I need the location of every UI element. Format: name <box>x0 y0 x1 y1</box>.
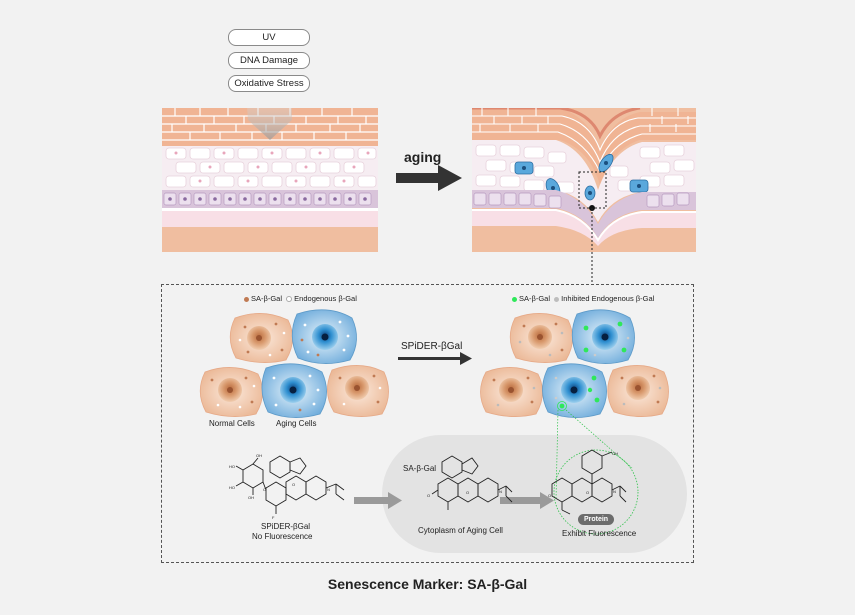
process-arrow-2 <box>500 492 554 509</box>
reagent-label: SPiDER-βGal <box>401 341 463 352</box>
normal-cell-5 <box>480 367 543 417</box>
svg-text:OH: OH <box>612 451 618 456</box>
aging-cell-1 <box>291 309 357 364</box>
molecule-fluorescent <box>551 449 627 515</box>
stressor-oxidative: Oxidative Stress <box>228 75 310 92</box>
aging-arrow <box>396 165 462 191</box>
aging-cell-3 <box>571 309 635 364</box>
molecule-intermediate <box>431 455 513 510</box>
sa-gal-dot-icon <box>244 296 249 302</box>
fluorescence-label: Exhibit Fluorescence <box>562 529 637 538</box>
normal-cell-3 <box>327 365 389 417</box>
normal-cell-2 <box>199 367 263 417</box>
probe-state: No Fluorescence <box>252 532 313 541</box>
inhibited-gal-dot-icon <box>554 296 560 302</box>
normal-cell-1 <box>229 313 293 363</box>
process-arrow-1 <box>354 492 402 509</box>
aging-cells-label: Aging Cells <box>276 419 317 428</box>
cytoplasm-label: Cytoplasm of Aging Cell <box>418 526 503 535</box>
normal-cell-4 <box>509 313 573 363</box>
svg-text:OH: OH <box>256 453 262 458</box>
svg-text:N: N <box>613 489 616 494</box>
skin-aged <box>472 108 696 252</box>
svg-text:O: O <box>427 493 430 498</box>
aging-label: aging <box>404 149 442 165</box>
skin-young <box>162 108 378 252</box>
svg-text:O: O <box>586 490 589 495</box>
sa-gal-green-dot-icon <box>512 296 517 302</box>
fluorescence-zoom-circle <box>553 449 639 535</box>
normal-cells-label: Normal Cells <box>209 419 255 428</box>
svg-text:O: O <box>548 493 551 498</box>
svg-text:OH: OH <box>248 495 254 500</box>
svg-text:N: N <box>327 487 330 492</box>
intermediate-label: SA-β-Gal <box>403 464 437 473</box>
stressor-dna-damage: DNA Damage <box>228 52 310 69</box>
legend-right: SA-β-Gal Inhibited Endogenous β-Gal <box>512 294 654 303</box>
normal-cell-6 <box>607 365 669 417</box>
detail-panel <box>161 284 694 563</box>
aging-cell-4 <box>542 363 607 418</box>
svg-text:O: O <box>466 490 469 495</box>
protein-badge: Protein <box>578 514 614 525</box>
endogenous-gal-dot-icon <box>286 296 293 303</box>
svg-text:HO: HO <box>229 485 235 490</box>
stressor-uv: UV <box>228 29 310 46</box>
probe-name: SPiDER-βGal <box>261 522 311 531</box>
svg-text:HO: HO <box>229 464 235 469</box>
svg-text:O: O <box>292 482 295 487</box>
svg-text:O: O <box>263 487 266 492</box>
spider-arrow <box>398 352 472 365</box>
footer-title: Senescence Marker: SA-β-Gal <box>327 576 528 592</box>
cytoplasm-region <box>382 435 687 553</box>
svg-text:N: N <box>499 489 502 494</box>
aging-cell-2 <box>261 363 327 418</box>
legend-left: SA-β-Gal Endogenous β-Gal <box>244 294 357 303</box>
svg-text:F: F <box>272 515 275 520</box>
molecule-probe <box>235 455 345 514</box>
